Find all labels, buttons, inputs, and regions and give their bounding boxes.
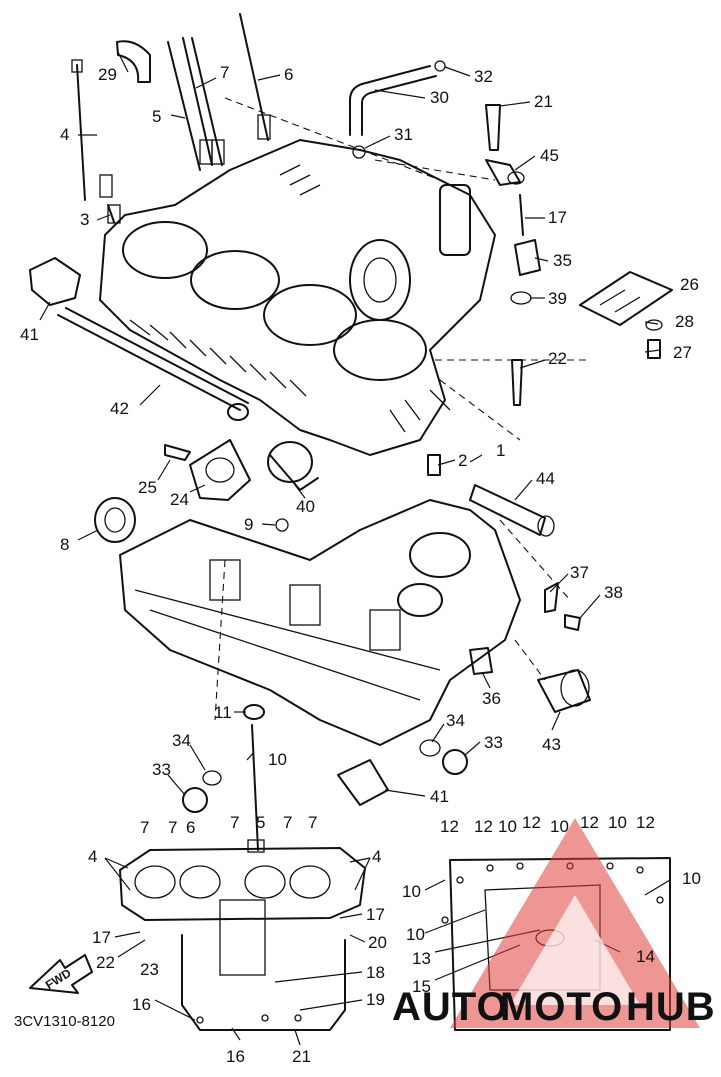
callout-g-19: 19: [366, 990, 385, 1009]
watermark-triangle-inner: [510, 895, 640, 1005]
callout-g-4b: 4: [372, 847, 381, 866]
callout-g-18: 18: [366, 963, 385, 982]
diagram-code: 3CV1310-8120: [14, 1013, 115, 1030]
callout-c-41a: 41: [20, 325, 39, 344]
callout-b-10a: 10: [498, 817, 517, 836]
callout-b-12c: 12: [522, 813, 541, 832]
callout-c-7a: 7: [220, 63, 229, 82]
callout-b-10c: 10: [608, 813, 627, 832]
callout-c-39: 39: [548, 289, 567, 308]
left-parts: [29, 257, 555, 537]
callout-c-26: 26: [680, 275, 699, 294]
watermark-text-auto: AUTO: [392, 985, 509, 1029]
callout-c-34b: 34: [172, 731, 191, 750]
callout-c-42: 42: [110, 399, 129, 418]
callout-c-36: 36: [482, 689, 501, 708]
callout-g-7c: 7: [230, 813, 239, 832]
callout-g-17b: 17: [92, 928, 111, 947]
fwd-label: FWD: [43, 966, 74, 993]
callout-g-4a: 4: [88, 847, 97, 866]
callout-b-12b: 12: [474, 817, 493, 836]
reference-lines: [214, 97, 590, 721]
callout-g-7b: 7: [168, 818, 177, 837]
callout-c-25: 25: [138, 478, 157, 497]
callout-b-12e: 12: [636, 813, 655, 832]
callout-b-10f: 10: [406, 925, 425, 944]
callout-c-11: 11: [214, 703, 232, 722]
callout-g-22: 22: [96, 953, 115, 972]
callout-b-12a: 12: [440, 817, 459, 836]
fwd-arrow: FWD: [29, 954, 93, 994]
callout-c-1: 1: [496, 441, 505, 460]
callout-c-21a: 21: [534, 92, 553, 111]
watermark-text-hub: HUB: [626, 985, 716, 1029]
callout-c-45: 45: [540, 146, 559, 165]
callout-c-6a: 6: [284, 65, 293, 84]
upper-crankcase: [99, 139, 496, 456]
callout-c-2: 2: [458, 451, 467, 470]
callout-c-35: 35: [553, 251, 572, 270]
callout-c-5: 5: [152, 107, 161, 126]
callout-g-17a: 17: [366, 905, 385, 924]
callout-c-32: 32: [474, 67, 493, 86]
callout-c-31: 31: [394, 125, 413, 144]
callout-b-12d: 12: [580, 813, 599, 832]
callout-g-7e: 7: [308, 813, 317, 832]
callout-g-20: 20: [368, 933, 387, 952]
callout-c-10a: 10: [268, 750, 287, 769]
callout-c-22a: 22: [548, 349, 567, 368]
callout-b-10b: 10: [550, 817, 569, 836]
studs: [71, 13, 271, 224]
lower-crankcase: [94, 497, 591, 853]
callout-c-27: 27: [673, 343, 692, 362]
callout-g-7a: 7: [140, 818, 149, 837]
callout-g-16b: 16: [226, 1047, 245, 1066]
callout-c-34a: 34: [446, 711, 465, 730]
callout-c-4a: 4: [60, 125, 69, 144]
breather-hose: [349, 60, 446, 159]
callout-c-33b: 33: [152, 760, 171, 779]
callout-c-43: 43: [542, 735, 561, 754]
callout-c-30: 30: [430, 88, 449, 107]
bolt-pattern-left: [119, 847, 366, 1031]
watermark-text-moto: MOTO: [500, 985, 623, 1029]
callout-c-24: 24: [170, 490, 189, 509]
callout-c-3: 3: [80, 210, 89, 229]
callout-g-5: 5: [256, 813, 265, 832]
callout-c-40: 40: [296, 497, 315, 516]
callout-c-9: 9: [244, 515, 253, 534]
callout-c-41b: 41: [430, 787, 449, 806]
callout-c-33a: 33: [484, 733, 503, 752]
callout-g-16a: 16: [132, 995, 151, 1014]
callout-c-8: 8: [60, 535, 69, 554]
callout-c-44: 44: [536, 469, 555, 488]
callout-g-21: 21: [292, 1047, 311, 1066]
callout-b-13: 13: [412, 949, 431, 968]
callout-c-28: 28: [675, 312, 694, 331]
callout-c-17a: 17: [548, 208, 567, 227]
callout-c-38: 38: [604, 583, 623, 602]
callout-b-14: 14: [636, 947, 655, 966]
watermark-logo: AUTO MOTO HUB: [392, 818, 716, 1029]
callout-g-6: 6: [186, 818, 195, 837]
watermark-triangle-icon: [450, 818, 700, 1028]
callout-b-10d: 10: [402, 882, 421, 901]
callout-c-37: 37: [570, 563, 589, 582]
callout-b-10e: 10: [682, 869, 701, 888]
callout-g-23: 23: [140, 960, 159, 979]
callout-c-29: 29: [98, 65, 117, 84]
callout-b-15: 15: [412, 977, 431, 996]
callout-g-7d: 7: [283, 813, 292, 832]
